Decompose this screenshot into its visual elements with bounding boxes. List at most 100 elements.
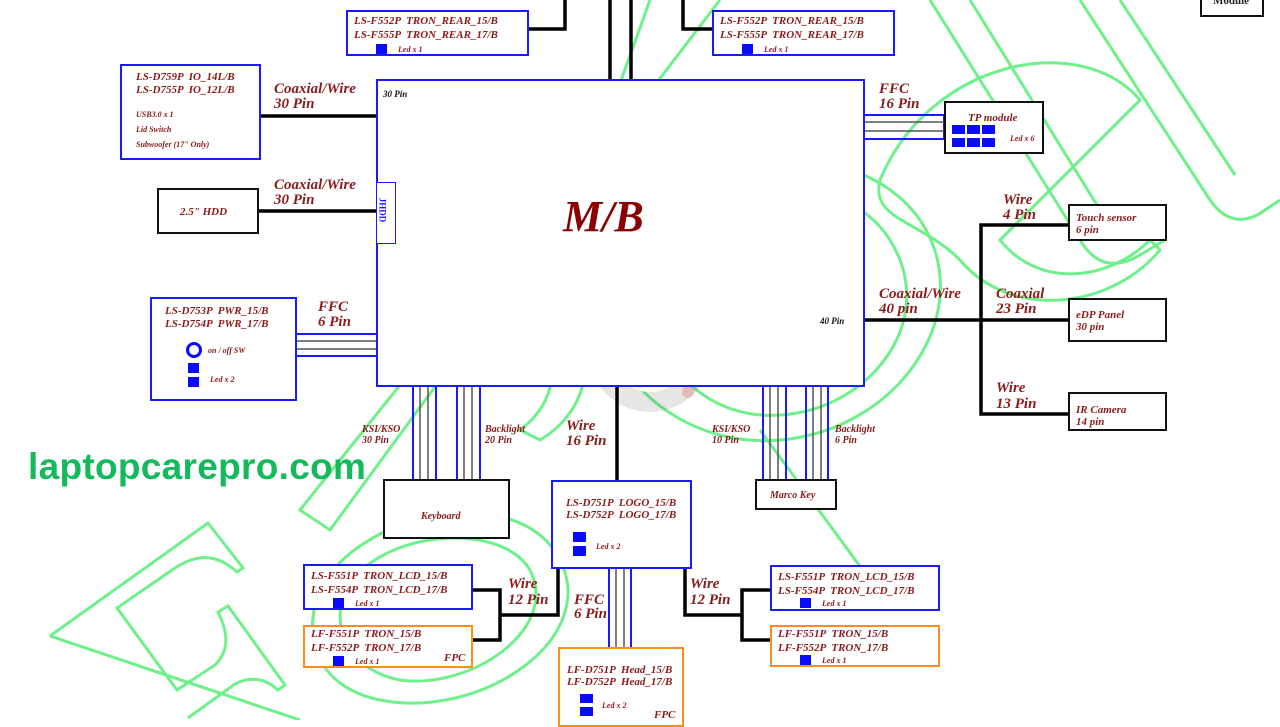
rear-right-line1: LS-F552P TRON_REAR_15/B — [720, 15, 864, 27]
left-conn-pins: 12 Pin — [508, 592, 549, 608]
kb-bl-pins: 20 Pin — [485, 435, 512, 446]
wire-rear-left — [528, 0, 567, 31]
edp-panel-box: eDP Panel 30 pin — [1068, 298, 1167, 342]
touch-sensor-box: Touch sensor 6 pin — [1068, 204, 1167, 241]
wire-ir — [979, 320, 1068, 416]
led-icon — [742, 44, 753, 54]
wire-right-12pin — [683, 568, 742, 617]
fpc-right-board: LF-F551P TRON_15/B LF-F552P TRON_17/B Le… — [770, 625, 940, 667]
top-module-box — [1200, 0, 1264, 17]
power-switch-icon — [186, 342, 202, 358]
head-line2: LF-D752P Head_17/B — [567, 676, 673, 688]
watermark-letter-l2 — [1078, 0, 1280, 221]
fpc-right-line2: LF-F552P TRON_17/B — [778, 642, 889, 654]
mb-pin-left: 30 Pin — [383, 89, 408, 99]
ffc-head — [608, 567, 632, 649]
keyboard-box: Keyboard — [383, 479, 510, 539]
touch-label: Touch sensor — [1076, 212, 1137, 224]
logo-led: Led x 2 — [596, 542, 621, 551]
logo-board: LS-D751P LOGO_15/B LS-D752P LOGO_17/B Le… — [551, 480, 692, 569]
led-icon — [333, 598, 344, 608]
rear-left-led: Led x 1 — [398, 45, 423, 54]
io-feature-subwoofer: Subwoofer (17" Only) — [136, 140, 210, 149]
tp-conn-pins: 16 Pin — [879, 96, 920, 112]
fpc-left-line2: LF-F552P TRON_17/B — [311, 642, 422, 654]
lcd-left-board: LS-F551P TRON_LCD_15/B LS-F554P TRON_LCD… — [303, 564, 473, 610]
pwr-led: Led x 2 — [210, 375, 235, 384]
macro-ksi-pins: 10 Pin — [712, 435, 739, 446]
led-icon — [188, 377, 199, 387]
logo-line2: LS-D752P LOGO_17/B — [566, 509, 677, 521]
kb-ksi-label: KSI/KSO — [362, 424, 401, 435]
tp-module: TP module Led x 6 — [944, 101, 1044, 154]
jhdd-connector — [376, 182, 396, 244]
head-line1: LF-D751P Head_15/B — [567, 664, 673, 676]
motherboard — [376, 79, 865, 387]
lcd-right-led: Led x 1 — [822, 599, 847, 608]
ffc-keyboard-bl — [456, 385, 481, 481]
fpc-right-line1: LF-F551P TRON_15/B — [778, 628, 889, 640]
led-icon — [376, 44, 387, 54]
macro-ksi-label: KSI/KSO — [712, 424, 751, 435]
hdd-label: 2.5" HDD — [180, 206, 228, 218]
macro-bl-pins: 6 Pin — [835, 435, 857, 446]
jhdd-label: JHDD — [377, 197, 388, 223]
display-conn-type: Coaxial/Wire — [879, 286, 961, 302]
fpc-left-board: LF-F551P TRON_15/B LF-F552P TRON_17/B Le… — [303, 625, 473, 668]
pwr-line1: LS-D753P PWR_15/B — [165, 305, 269, 317]
wire-right-lcd — [740, 588, 772, 642]
led-icon — [333, 656, 344, 666]
rear-left-line1: LS-F552P TRON_REAR_15/B — [354, 15, 498, 27]
head-tag: FPC — [654, 709, 676, 721]
edp-conn-type: Coaxial — [996, 286, 1045, 302]
ffc-tp — [863, 114, 945, 140]
lcd-right-line1: LS-F551P TRON_LCD_15/B — [778, 571, 915, 583]
led-icon — [573, 532, 586, 542]
left-conn-type: Wire — [508, 576, 538, 592]
tp-led: Led x 6 — [1010, 134, 1035, 143]
fpc-left-line1: LF-F551P TRON_15/B — [311, 628, 422, 640]
led-icon — [580, 707, 593, 716]
hdd-box: 2.5" HDD — [157, 188, 259, 234]
pwr-conn-pins: 6 Pin — [318, 314, 351, 330]
rear-right-board: LS-F552P TRON_REAR_15/B LS-F555P TRON_RE… — [712, 10, 895, 56]
io-board: LS-D759P IO_14L/B LS-D755P IO_12L/B USB3… — [120, 64, 261, 160]
edp-conn-pins: 23 Pin — [996, 301, 1037, 317]
right-conn-type: Wire — [690, 576, 720, 592]
ir-label: IR Camera — [1076, 404, 1127, 416]
display-conn-pins: 40 pin — [879, 301, 918, 317]
ffc-pwr — [295, 333, 378, 357]
logo-line1: LS-D751P LOGO_15/B — [566, 497, 677, 509]
io-feature-lid: Lid Switch — [136, 125, 172, 134]
head-board: LF-D751P Head_15/B LF-D752P Head_17/B Le… — [558, 647, 684, 727]
ffc-macro-ksi — [762, 385, 787, 481]
io-feature-usb: USB3.0 x 1 — [136, 110, 174, 119]
edp-pins: 30 pin — [1076, 321, 1105, 333]
wire-rear-right — [681, 0, 712, 31]
macro-label: Marco Key — [770, 490, 816, 501]
pwr-switch-label: on / off SW — [208, 346, 246, 355]
edp-label: eDP Panel — [1076, 309, 1125, 321]
touch-conn-pins: 4 Pin — [1003, 207, 1036, 223]
lcd-left-line1: LS-F551P TRON_LCD_15/B — [311, 570, 448, 582]
tp-led-array-icon — [952, 125, 996, 149]
lcd-right-board: LS-F551P TRON_LCD_15/B LS-F554P TRON_LCD… — [770, 565, 940, 611]
led-icon — [800, 598, 811, 608]
rear-right-line2: LS-F555P TRON_REAR_17/B — [720, 29, 864, 41]
head-conn-pins: 6 Pin — [574, 606, 607, 622]
io-line1: LS-D759P IO_14L/B — [136, 71, 235, 83]
pwr-board: LS-D753P PWR_15/B LS-D754P PWR_17/B on /… — [150, 297, 297, 401]
pwr-conn-type: FFC — [318, 299, 349, 315]
io-conn-pins: 30 Pin — [274, 96, 315, 112]
watermark-letter-f — [49, 520, 288, 720]
touch-conn-type: Wire — [1003, 192, 1033, 208]
fpc-right-led: Led x 1 — [822, 656, 847, 665]
wire-touch — [979, 223, 1068, 320]
site-watermark: laptopcarepro.com — [28, 446, 367, 487]
tp-label: TP module — [968, 112, 1018, 124]
ir-conn-pins: 13 Pin — [996, 396, 1037, 412]
wire-left-12pin — [500, 568, 560, 617]
ffc-macro-bl — [805, 385, 829, 481]
mb-title: M/B — [563, 192, 644, 241]
kb-ksi-pins: 30 Pin — [362, 435, 389, 446]
